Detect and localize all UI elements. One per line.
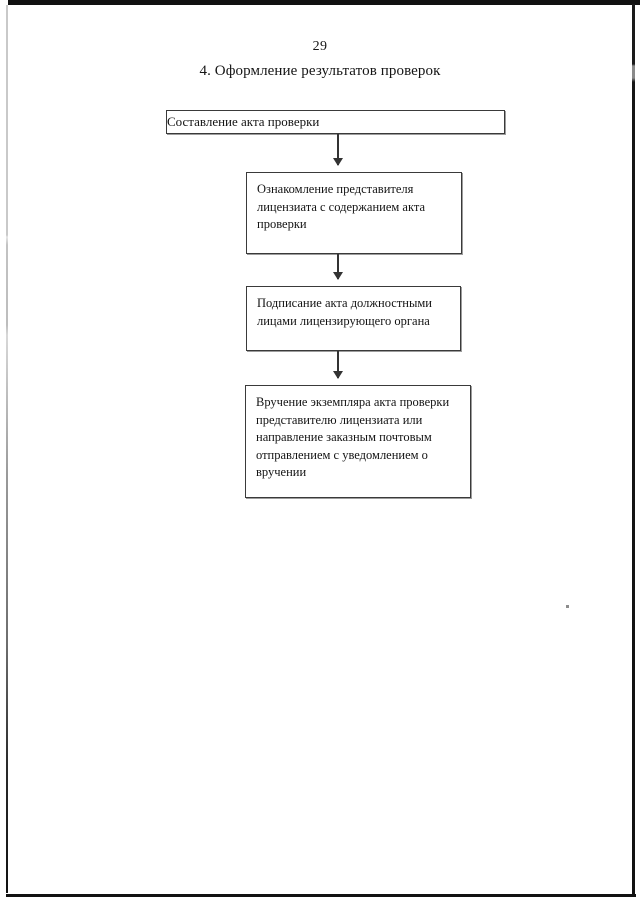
flowchart-node-step2-label: Ознакомление представителя лицензиата с … <box>257 182 426 231</box>
scan-edge-top <box>8 0 640 5</box>
flowchart-node-start: Составление акта проверки <box>166 110 505 134</box>
scan-speck <box>566 605 569 608</box>
flowchart-node-start-label: Составление акта проверки <box>167 114 320 129</box>
page-number: 29 <box>312 39 328 54</box>
flowchart-node-step3: Подписание акта должностными лицами лице… <box>246 286 461 351</box>
flowchart-node-step4: Вручение экземпляра акта проверки предст… <box>245 385 471 498</box>
scan-edge-bottom <box>6 894 636 897</box>
flowchart-node-step4-label: Вручение экземпляра акта проверки предст… <box>256 395 450 479</box>
flowchart-connector-2-arrow-icon <box>333 254 343 280</box>
flowchart-connector-3-arrow-icon <box>333 351 343 379</box>
scan-edge-right <box>632 4 635 897</box>
flowchart-node-step2: Ознакомление представителя лицензиата с … <box>246 172 462 254</box>
flowchart-node-step3-label: Подписание акта должностными лицами лице… <box>257 296 432 328</box>
flowchart-connector-1-arrow-icon <box>333 134 343 166</box>
section-heading: 4. Оформление результатов проверок <box>199 63 441 79</box>
scan-edge-left <box>6 5 8 893</box>
